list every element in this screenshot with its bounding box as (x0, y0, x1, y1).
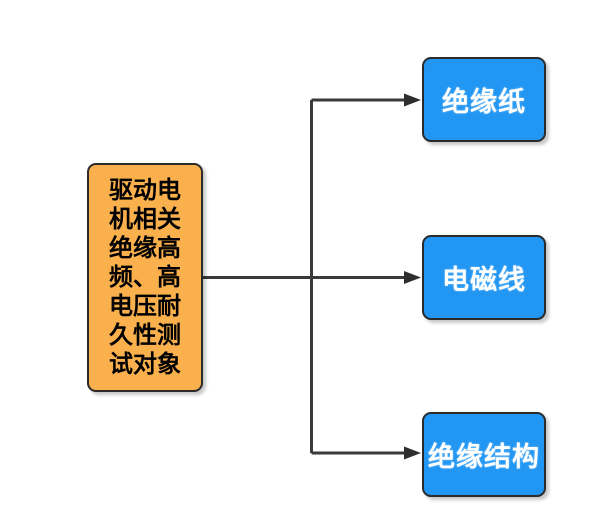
arrowhead-bottom (404, 446, 421, 460)
arrowhead-top (404, 93, 421, 107)
root-node-label: 驱动电机相关绝缘高频、高电压耐久性测试对象 (109, 177, 181, 378)
diagram-node-insulation-paper: 绝缘纸 (422, 57, 546, 142)
arrowhead-middle (404, 271, 421, 284)
diagram-node-magnet-wire: 电磁线 (422, 235, 546, 320)
diagram-node-insulation-structure: 绝缘结构 (422, 412, 546, 497)
diagram-node-root: 驱动电机相关绝缘高频、高电压耐久性测试对象 (87, 163, 203, 392)
child-node-label: 电磁线 (442, 265, 526, 295)
child-node-label: 绝缘结构 (428, 442, 540, 472)
child-node-label: 绝缘纸 (442, 87, 526, 117)
